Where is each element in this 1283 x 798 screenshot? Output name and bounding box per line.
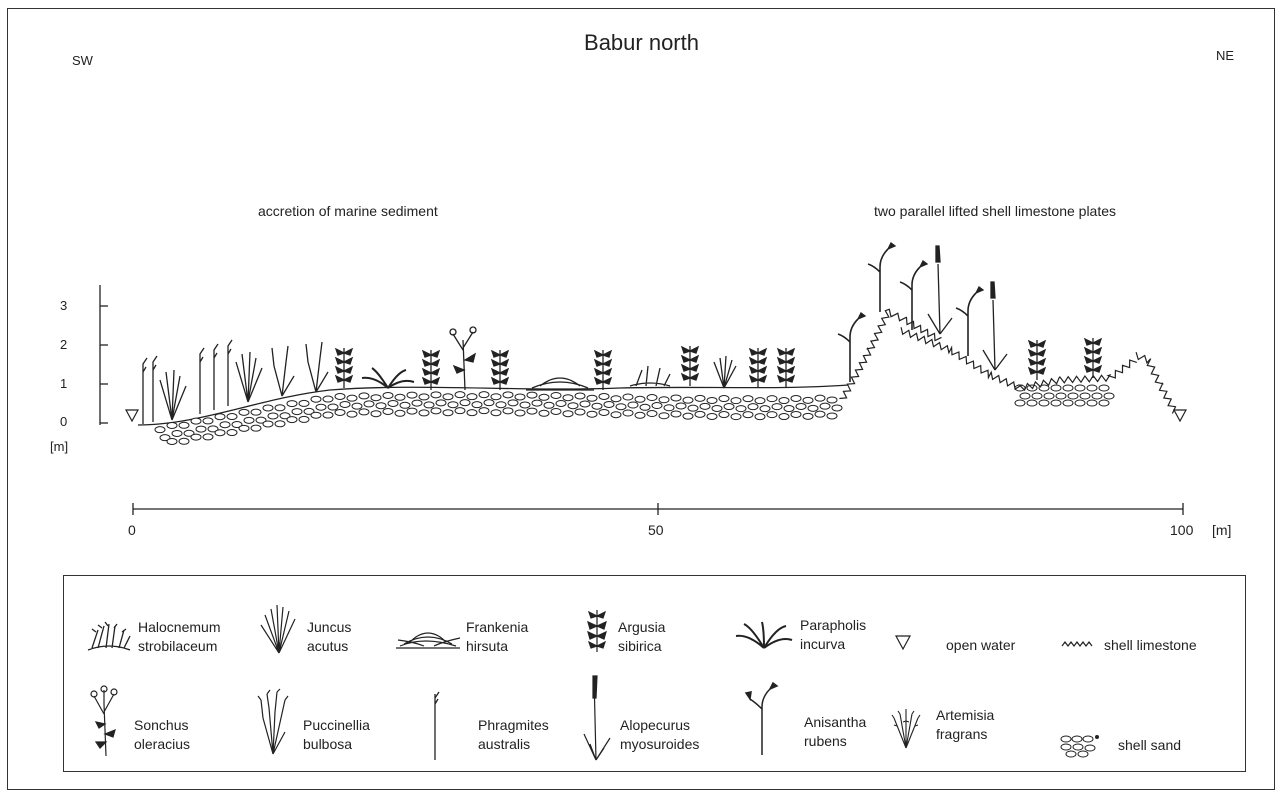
grass-tuft-icon <box>734 618 794 654</box>
legend-label-1: Argusia <box>618 619 665 635</box>
reed-plant <box>200 348 204 414</box>
anisantha-plant <box>868 243 895 312</box>
legend-label-1: Frankenia <box>466 619 528 635</box>
sonchus-plant <box>450 327 476 390</box>
legend-label-2: oleracius <box>134 736 190 752</box>
legend-label-1: Anisantha <box>804 714 866 730</box>
rush-icon <box>259 601 299 656</box>
argusia-plant <box>1085 338 1101 378</box>
shell-sand-layer <box>155 385 1114 444</box>
anisantha-plant <box>956 287 983 356</box>
reed-plant <box>214 344 218 410</box>
legend-label-1: open water <box>946 637 1015 653</box>
alopecurus-plant <box>928 246 952 334</box>
legend-label-2: australis <box>478 736 530 752</box>
open-water-left-icon <box>126 410 138 421</box>
legend-label-2: sibirica <box>618 638 662 654</box>
rush-plant <box>236 352 262 402</box>
open-water-right-icon <box>1174 410 1186 421</box>
triangle-icon <box>894 634 914 654</box>
puccinellia-plant <box>306 342 328 392</box>
legend-label-2: incurva <box>800 636 845 652</box>
reed-icon <box>426 690 446 762</box>
legend-label-2: fragrans <box>936 726 987 742</box>
legend-label-1: Artemisia <box>936 707 994 723</box>
branched-herb-icon <box>86 684 126 759</box>
legend-label-1: Halocnemum <box>138 619 220 635</box>
artemisia-plant <box>714 356 736 388</box>
anisantha-plant <box>900 261 927 330</box>
argusia-plant <box>778 348 794 388</box>
legend-label-2: rubens <box>804 733 847 749</box>
argusia-plant <box>682 346 698 386</box>
legend-label-1: Puccinellia <box>303 717 370 733</box>
small-shrub-icon <box>890 708 926 752</box>
argusia-plant <box>595 350 611 390</box>
legend-label-1: Sonchus <box>134 717 188 733</box>
puccinellia-plant <box>272 346 294 396</box>
argusia-plant <box>750 348 766 388</box>
legend-box: Halocnemum strobilaceum Juncus acutus Fran… <box>63 575 1246 772</box>
brome-icon <box>740 679 784 759</box>
argusia-plant <box>423 350 439 390</box>
parapholis-plant <box>362 368 414 388</box>
leafy-stem-icon <box>582 606 612 656</box>
legend-label-1: Juncus <box>307 619 351 635</box>
reed-plant <box>143 358 147 424</box>
legend-label-2: hirsuta <box>466 638 508 654</box>
legend-label-1: Parapholis <box>800 617 866 633</box>
rush-plant <box>160 370 186 420</box>
argusia-plant <box>492 350 508 390</box>
zigzag-icon <box>1060 638 1100 652</box>
spike-grass-icon <box>580 672 614 764</box>
reed-plant <box>153 356 157 422</box>
legend-label-2: myosuroides <box>620 736 699 752</box>
shrub-icon <box>84 616 134 656</box>
shell-limestone-layer <box>839 309 1175 413</box>
reed-plant <box>228 340 232 406</box>
halocnemum-plant <box>630 366 670 386</box>
argusia-plant <box>336 348 352 388</box>
argusia-plant <box>1029 340 1045 380</box>
legend-label-1: Alopecurus <box>620 717 690 733</box>
alopecurus-plant <box>983 282 1007 370</box>
anisantha-plant <box>838 313 865 382</box>
legend-label-1: shell sand <box>1118 737 1181 753</box>
legend-label-2: acutus <box>307 638 348 654</box>
bunchgrass-icon <box>257 688 293 758</box>
legend-label-2: bulbosa <box>303 736 352 752</box>
legend-label-1: shell limestone <box>1104 637 1197 653</box>
legend-label-1: Phragmites <box>478 717 549 733</box>
mat-icon <box>394 616 464 656</box>
transect-profile <box>0 0 1283 560</box>
pebbles-icon <box>1060 734 1104 758</box>
legend-label-2: strobilaceum <box>138 638 217 654</box>
